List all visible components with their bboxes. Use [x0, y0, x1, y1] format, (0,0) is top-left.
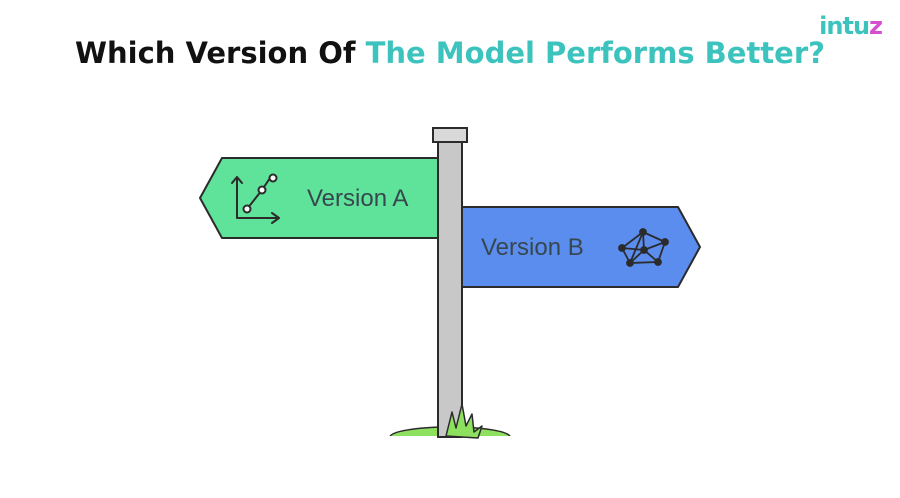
version-a-label: Version A — [307, 185, 409, 212]
sign-version-b — [461, 206, 701, 288]
signpost-pole — [437, 139, 463, 438]
logo-text-accent: z — [869, 12, 883, 40]
title-part-accent: The Model Performs Better? — [365, 36, 825, 70]
page-title: Which Version Of The Model Performs Bett… — [0, 36, 900, 70]
intuz-logo: intuz — [819, 12, 883, 40]
logo-text: intu — [819, 12, 870, 40]
line-chart-icon — [231, 173, 280, 224]
grass-tuft — [445, 403, 483, 439]
title-part-dark: Which Version Of — [75, 36, 366, 70]
signpost-cap — [432, 127, 468, 143]
network-graph-icon — [618, 228, 669, 267]
version-b-label: Version B — [481, 234, 584, 261]
